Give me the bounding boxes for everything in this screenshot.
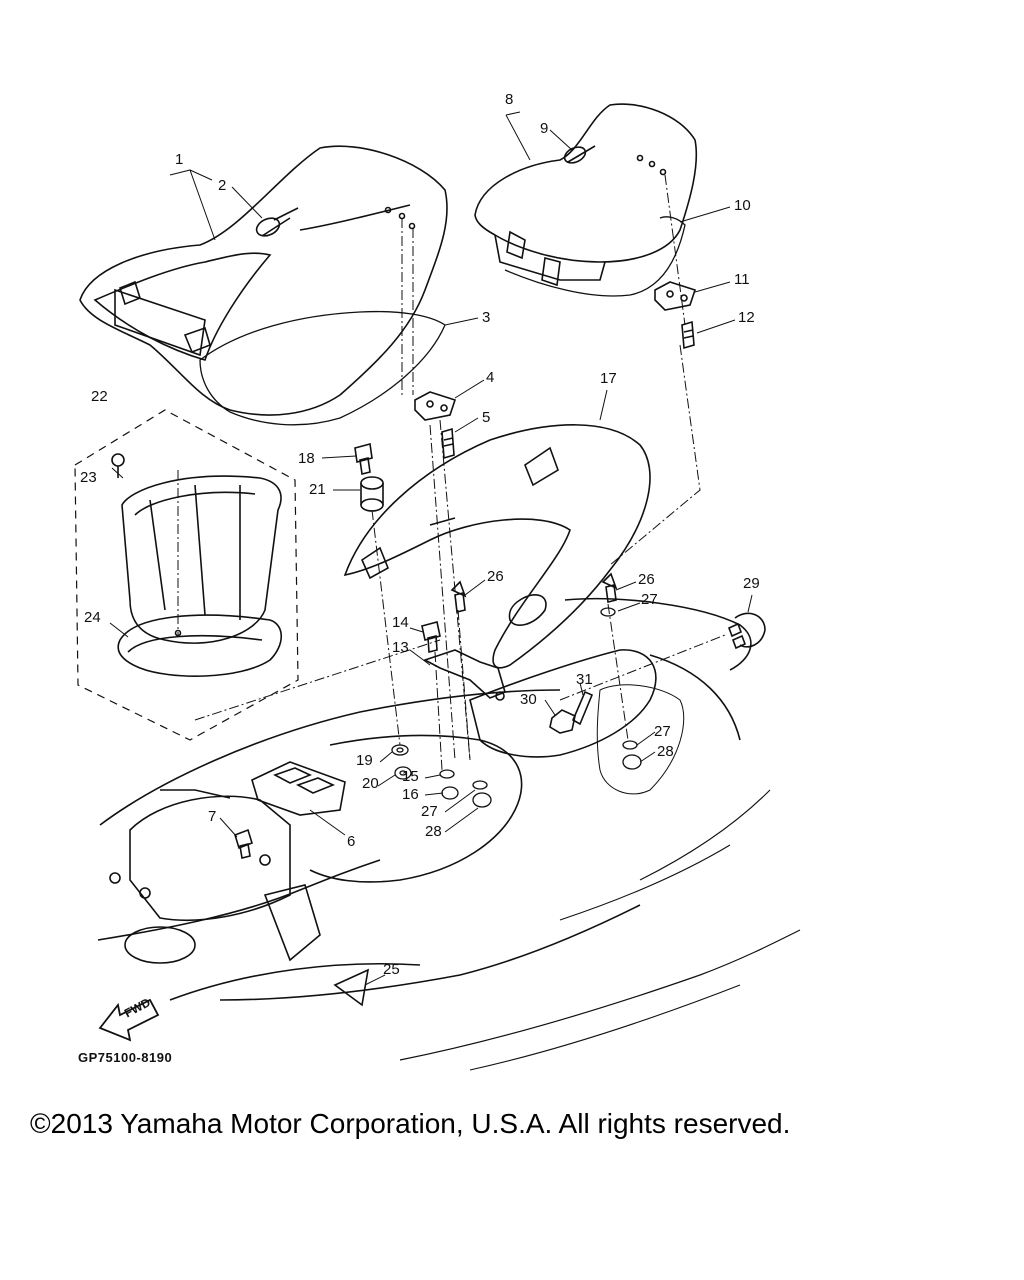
callout-3: 3 xyxy=(482,309,491,326)
seat-gasket-part xyxy=(199,310,446,426)
callout-13: 13 xyxy=(392,639,409,656)
bracket-13-part xyxy=(422,649,506,701)
copyright-text: ©2013 Yamaha Motor Corporation, U.S.A. A… xyxy=(30,1108,791,1139)
switch-panel-part xyxy=(251,761,346,816)
clamp-29-part xyxy=(727,612,766,650)
decal-25-part xyxy=(333,968,370,1007)
callout-27-left: 27 xyxy=(421,803,438,820)
plate-31-part xyxy=(571,690,594,726)
callout-6: 6 xyxy=(347,833,356,850)
parts-exploded-diagram xyxy=(74,103,801,1071)
callout-1: 1 xyxy=(175,151,184,168)
rear-seat-gasket-part xyxy=(504,216,686,297)
seat-latch-bracket-rear xyxy=(654,281,697,311)
seat-cover-panel-part xyxy=(343,424,651,669)
rear-seat-part xyxy=(474,103,698,287)
callout-27-right: 27 xyxy=(654,723,671,740)
callout-26-right: 26 xyxy=(638,571,655,588)
bolt-5-part xyxy=(441,427,455,460)
callout-8: 8 xyxy=(505,91,514,108)
callout-5: 5 xyxy=(482,409,491,426)
callout-2: 2 xyxy=(218,177,227,194)
pin-26-right-part xyxy=(601,572,618,603)
fwd-arrow-icon xyxy=(98,998,160,1042)
callout-28-left: 28 xyxy=(425,823,442,840)
callout-30: 30 xyxy=(520,691,537,708)
washer-part xyxy=(391,607,642,808)
storage-box-assembly xyxy=(74,409,299,741)
callout-15: 15 xyxy=(402,768,419,785)
callout-17: 17 xyxy=(600,370,617,387)
assembly-lines xyxy=(177,174,726,771)
callout-19: 19 xyxy=(356,752,373,769)
hull-deck-part xyxy=(97,597,801,1071)
callout-16: 16 xyxy=(402,786,419,803)
seat-latch-bracket-front xyxy=(414,391,457,421)
front-console-part xyxy=(109,789,321,964)
callout-18: 18 xyxy=(298,450,315,467)
leader-lines xyxy=(109,111,753,986)
callout-7: 7 xyxy=(208,808,217,825)
collar-21-part xyxy=(360,476,384,512)
pin-26-left-part xyxy=(450,580,467,613)
diagram-code: GP75100-8190 xyxy=(78,1050,173,1065)
callout-9: 9 xyxy=(540,120,549,137)
callout-27-right-top: 27 xyxy=(641,591,658,608)
callout-24: 24 xyxy=(84,609,101,626)
callout-10: 10 xyxy=(734,197,751,214)
callout-4: 4 xyxy=(486,369,495,386)
front-seat-part xyxy=(79,145,448,416)
callout-11: 11 xyxy=(734,271,750,288)
callout-26-left: 26 xyxy=(487,568,504,585)
callout-20: 20 xyxy=(362,775,379,792)
bolt-18-part xyxy=(354,442,373,475)
callout-14: 14 xyxy=(392,614,409,631)
bolt-7-part xyxy=(234,828,253,859)
callout-12: 12 xyxy=(738,309,755,326)
nut-30-part xyxy=(549,709,576,734)
callout-22: 22 xyxy=(91,388,108,405)
callout-25: 25 xyxy=(383,961,400,978)
callout-23: 23 xyxy=(80,469,97,486)
bolt-12-part xyxy=(681,320,695,350)
callout-29: 29 xyxy=(743,575,760,592)
bolt-14-part xyxy=(421,621,441,654)
callout-21: 21 xyxy=(309,481,326,498)
callout-28-right: 28 xyxy=(657,743,674,760)
callout-31: 31 xyxy=(576,671,593,688)
